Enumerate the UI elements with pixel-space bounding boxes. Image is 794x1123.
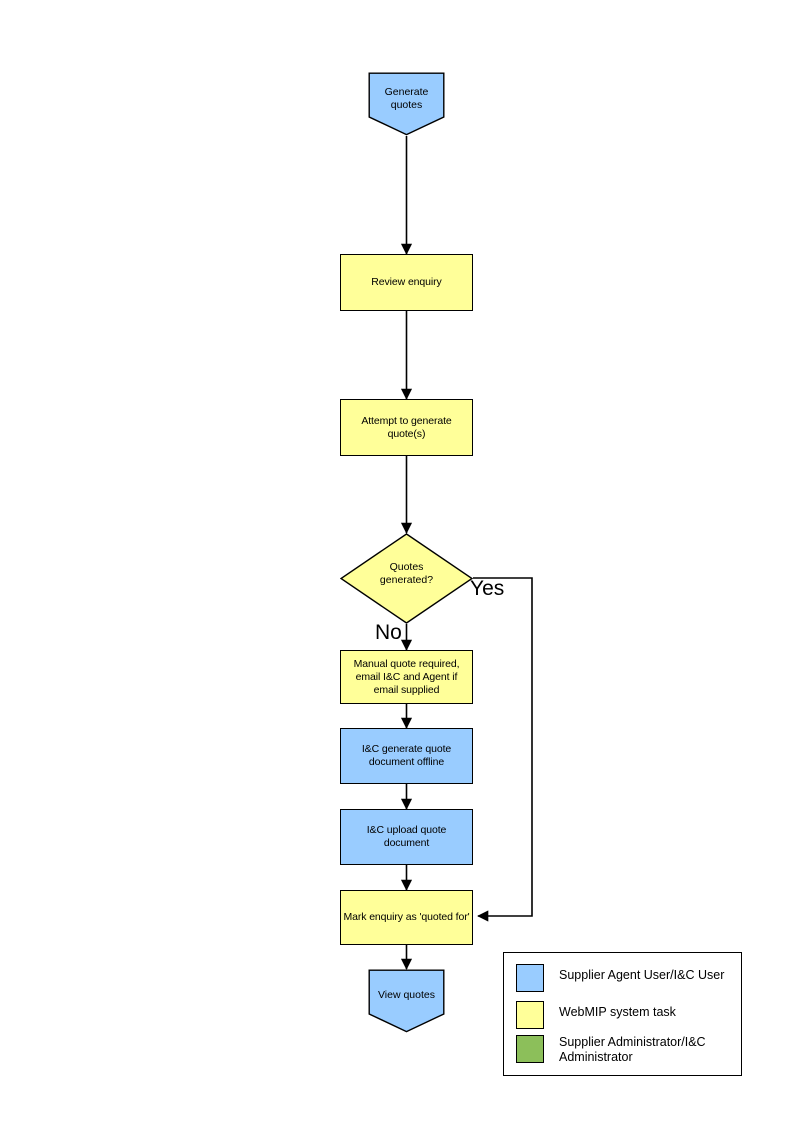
- pentagon-shape-generate-quotes: [368, 72, 445, 136]
- node-label-review-enquiry: Review enquiry: [371, 276, 442, 288]
- node-mark-enquiry-quoted-for[interactable]: Mark enquiry as 'quoted for': [340, 890, 473, 945]
- node-label-manual-quote-required: Manual quote required,email I&C and Agen…: [353, 657, 460, 696]
- legend-swatch-green: [516, 1035, 544, 1063]
- edge-label-no: No: [375, 621, 402, 644]
- legend: Supplier Agent User/I&C User WebMIP syst…: [503, 952, 742, 1076]
- node-label-mark-enquiry-quoted-for: Mark enquiry as 'quoted for': [343, 911, 470, 923]
- legend-swatch-yellow: [516, 1001, 544, 1029]
- node-view-quotes[interactable]: View quotes: [368, 969, 445, 1033]
- node-label-view-quotes: View quotes: [377, 989, 435, 1001]
- legend-label-supplier-agent-user: Supplier Agent User/I&C User: [559, 968, 725, 982]
- node-manual-quote-required[interactable]: Manual quote required,email I&C and Agen…: [340, 650, 473, 704]
- pentagon-shape-view-quotes: [368, 969, 445, 1033]
- legend-item-webmip-system-task: WebMIP system task: [516, 1001, 676, 1029]
- diamond-shape-quotes-generated: [339, 533, 474, 624]
- legend-item-supplier-agent-user: Supplier Agent User/I&C User: [516, 964, 724, 992]
- legend-label-webmip-system-task: WebMIP system task: [559, 1005, 676, 1019]
- legend-swatch-blue: [516, 964, 544, 992]
- node-review-enquiry[interactable]: Review enquiry: [340, 254, 473, 311]
- edge-label-yes: Yes: [470, 577, 505, 600]
- edge-decision-yes-to-mark: [473, 577, 533, 922]
